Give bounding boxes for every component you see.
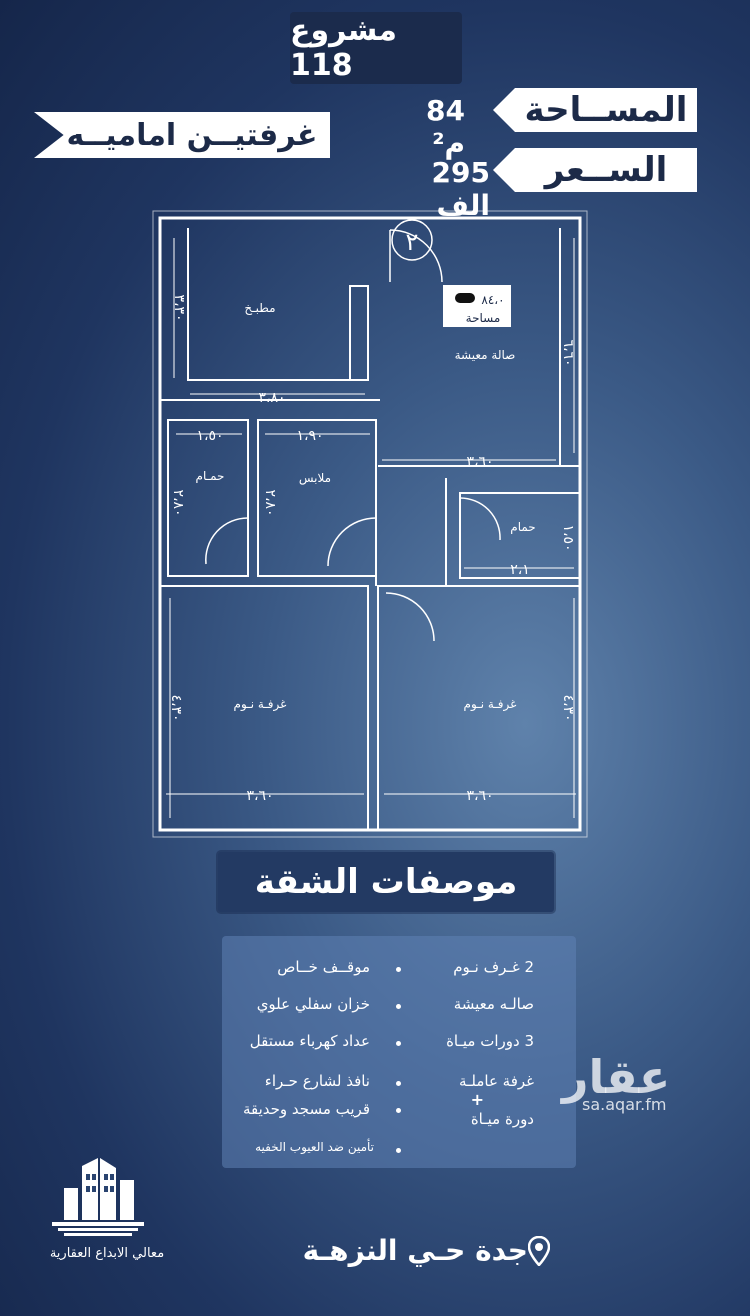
bedroom-right-height-dim: ٤،٣٠ (560, 694, 576, 721)
price-label-text: الســعر (544, 150, 668, 190)
area-badge-label: مساحة (466, 311, 501, 325)
spec-right-item: 2 غـرف نـوم (453, 958, 534, 976)
area-badge-marker (455, 293, 475, 303)
bedroom-right-label: غرفـة نـوم (464, 697, 517, 712)
bath-left-label: حمـام (196, 469, 225, 483)
area-pointer (493, 88, 515, 132)
spec-left-item: خزان سفلي علوي (256, 995, 370, 1013)
dressing-room-label: ملابس (299, 471, 331, 486)
floor-plan: ٨٤،٠ مساحة مطبـخ صالة معيشة حمـام ملابس … (152, 210, 588, 838)
spec-left-item: موقــف خــاص (277, 958, 370, 976)
kitchen-width-dim: ٣،٨٠ (258, 390, 285, 406)
project-title-text: مشروع 118 (290, 13, 397, 83)
bath-right-height-dim: ١،٥٠ (560, 524, 576, 551)
spec-bullet (396, 1108, 401, 1113)
spec-right-item: غرفة عاملـة (458, 1072, 534, 1090)
rooms-banner-text: غرفتيــن اماميــه (66, 117, 318, 153)
bedroom-right-width-dim: ٣،٦٠ (466, 788, 493, 804)
spec-right-item: صالـه معيشة (453, 995, 534, 1013)
specs-title-text: موصفات الشقة (254, 862, 518, 902)
bath-right-label: حمام (510, 520, 535, 534)
spec-bullet (396, 1148, 401, 1153)
spec-left-item: نافذ لشارع حـراء (264, 1072, 370, 1090)
door-number: ٢ (406, 228, 419, 256)
area-label-text: المســاحة (524, 90, 688, 130)
spec-bullet (396, 1041, 401, 1046)
company-name: معالي الابداع العقارية (49, 1246, 165, 1261)
dressing-width-dim: ١،٩٠ (296, 428, 323, 444)
spec-right-item: دورة ميـاة (470, 1110, 534, 1128)
spec-bullet (396, 1004, 401, 1009)
kitchen-height-dim: ٣،٣٠ (171, 294, 187, 321)
floor-plan-walls (152, 210, 588, 838)
spec-right-item: 3 دورات ميـاة (446, 1032, 534, 1050)
spec-bullet (396, 1081, 401, 1086)
price-label: الســعر (515, 148, 697, 192)
watermark-logo: عقار (562, 1050, 671, 1104)
area-value: 84 م² (426, 94, 465, 160)
price-pointer (493, 148, 515, 192)
specs-title: موصفات الشقة (218, 852, 554, 912)
price-value: 295 الف (431, 156, 490, 222)
bath-right-width-dim: ٢،١ (510, 562, 530, 578)
bedroom-left-height-dim: ٤،٣٠ (168, 694, 184, 721)
living-width-dim: ٣،٦٠ (466, 454, 493, 470)
bath-left-height-dim: ٢،٨٠ (170, 489, 186, 516)
specs-box: 2 غـرف نـوم صالـه معيشة 3 دورات ميـاة غر… (222, 936, 576, 1168)
company-logo-icon (52, 1158, 144, 1236)
kitchen-label: مطبـخ (244, 301, 275, 315)
bath-left-width-dim: ١،٥٠ (196, 428, 223, 444)
area-badge-value: ٨٤،٠ (481, 293, 504, 307)
location-pin-icon (528, 1236, 550, 1266)
area-label: المســاحة (515, 88, 697, 132)
spec-left-item: قريب مسجد وحديقة (242, 1100, 370, 1118)
rooms-banner: غرفتيــن اماميــه (34, 112, 330, 158)
dressing-height-dim: ٢،٨٠ (262, 489, 278, 516)
spec-left-item: عداد كهرباء مستقل (249, 1032, 370, 1050)
spec-left-item: تأمين ضد العيوب الخفيه (255, 1140, 374, 1154)
spec-bullet (396, 967, 401, 972)
project-title: مشروع 118 (290, 12, 462, 84)
living-room-label: صالة معيشة (455, 348, 516, 362)
area-badge (443, 285, 511, 327)
location-text: جدة حـي النزهـة (302, 1234, 528, 1267)
bedroom-left-label: غرفـة نـوم (234, 697, 287, 712)
bedroom-left-width-dim: ٣،٦٠ (246, 788, 273, 804)
spec-plus-sign: + (470, 1090, 484, 1109)
living-height-dim: ٦،٦٠ (560, 339, 576, 366)
watermark-url: sa.aqar.fm (582, 1095, 667, 1114)
